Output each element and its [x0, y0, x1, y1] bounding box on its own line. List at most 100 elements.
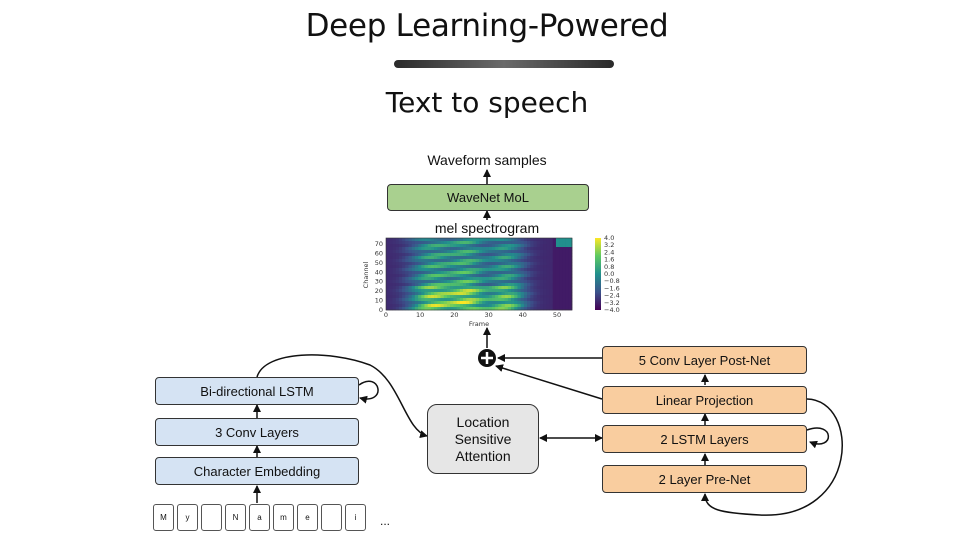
spectrogram-cell [533, 253, 538, 257]
spectrogram-cell [402, 295, 406, 299]
spectrogram-cell [488, 292, 493, 296]
mel-spectrogram-label: mel spectrogram [434, 220, 540, 236]
spectrogram-x-label: Frame [469, 320, 489, 328]
spectrogram-cell [405, 271, 409, 275]
spectrogram-cell [440, 247, 445, 251]
spectrogram-cell [418, 259, 422, 263]
spectrogram-cell [520, 286, 525, 290]
spectrogram-cell [485, 241, 489, 245]
spectrogram-cell [520, 247, 525, 251]
spectrogram-cell [479, 280, 483, 284]
spectrogram-cell [498, 298, 502, 302]
spectrogram-cell [568, 277, 573, 281]
spectrogram-cell [398, 277, 403, 281]
spectrogram-cell [536, 241, 541, 245]
spectrogram-cell [418, 277, 422, 281]
spectrogram-cell [443, 295, 448, 299]
spectrogram-cell [389, 247, 393, 251]
spectrogram-cell [514, 298, 518, 302]
spectrogram-cell [495, 238, 499, 242]
spectrogram-cell [514, 277, 518, 281]
spectrogram-cell [450, 289, 454, 293]
spectrogram-cell [543, 241, 547, 245]
spectrogram-cell [568, 295, 573, 299]
spectrogram-cell [504, 241, 509, 245]
spectrogram-cell [546, 238, 550, 242]
spectrogram-cell [485, 268, 489, 272]
spectrogram-cell [488, 286, 493, 290]
spectrogram-cell [459, 271, 464, 275]
spectrogram-cell [411, 268, 416, 272]
spectrogram-cell [440, 286, 445, 290]
spectrogram-cell [546, 253, 550, 257]
spectrogram-cell [511, 289, 515, 293]
spectrogram-cell [533, 307, 538, 311]
spectrogram-cell [469, 286, 473, 290]
spectrogram-cell [536, 265, 541, 269]
spectrogram-cell [424, 295, 428, 299]
spectrogram-cell [427, 307, 432, 311]
spectrogram-cell [437, 277, 441, 281]
spectrogram-cell [421, 238, 425, 242]
spectrogram-cell [450, 274, 454, 278]
colorbar-tick: −1.6 [604, 284, 620, 292]
spectrogram-cell [514, 301, 518, 305]
spectrogram-cell [453, 289, 457, 293]
spectrogram-cell [482, 241, 486, 245]
spectrogram-cell [405, 301, 409, 305]
spectrogram-cell [408, 280, 412, 284]
spectrogram-cell [456, 271, 461, 275]
spectrogram-cell [398, 244, 403, 248]
spectrogram-cell [469, 241, 473, 245]
spectrogram-cell [539, 241, 544, 245]
spectrogram-cell [530, 280, 534, 284]
spectrogram-cell [386, 247, 390, 251]
spectrogram-cell [485, 280, 489, 284]
spectrogram-cell [482, 238, 486, 242]
spectrogram-cell [466, 244, 470, 248]
spectrogram-cell [430, 307, 435, 311]
spectrogram-cell [482, 301, 486, 305]
spectrogram-cell [501, 286, 505, 290]
spectrogram-cell [453, 298, 457, 302]
spectrogram-cell [552, 238, 557, 242]
spectrogram-cell [418, 307, 422, 311]
spectrogram-cell [450, 286, 454, 290]
spectrogram-cell [462, 295, 467, 299]
spectrogram-cell [424, 250, 428, 254]
spectrogram-cell [472, 259, 477, 263]
spectrogram-cell [539, 283, 544, 287]
spectrogram-cell [495, 301, 499, 305]
spectrogram-cell [418, 265, 422, 269]
spectrogram-cell [421, 271, 425, 275]
spectrogram-cell [555, 283, 560, 287]
spectrogram-cell [392, 304, 396, 308]
spectrogram-cell [491, 295, 496, 299]
spectrogram-cell [450, 250, 454, 254]
spectrogram-cell [456, 301, 461, 305]
spectrogram-cell [549, 271, 554, 275]
spectrogram-cell [392, 307, 396, 311]
spectrogram-cell [498, 274, 502, 278]
spectrogram-cell [398, 241, 403, 245]
spectrogram-cell [408, 244, 412, 248]
spectrogram-cell [511, 280, 515, 284]
spectrogram-cell [434, 301, 438, 305]
spectrogram-cell [514, 304, 518, 308]
spectrogram-cell [482, 250, 486, 254]
arrow-lstm-to-attention [256, 354, 428, 439]
spectrogram-cell [555, 250, 560, 254]
spectrogram-cell [536, 274, 541, 278]
spectrogram-cell [536, 280, 541, 284]
spectrogram-cell [507, 241, 512, 245]
spectrogram-cell [491, 283, 496, 287]
spectrogram-cell [440, 238, 445, 242]
spectrogram-cell [386, 298, 390, 302]
spectrogram-cell [389, 286, 393, 290]
spectrogram-cell [495, 289, 499, 293]
spectrogram-cell [411, 256, 416, 260]
spectrogram-cell [427, 274, 432, 278]
spectrogram-cell [437, 268, 441, 272]
spectrogram-cell [565, 256, 570, 260]
spectrogram-cell [511, 286, 515, 290]
